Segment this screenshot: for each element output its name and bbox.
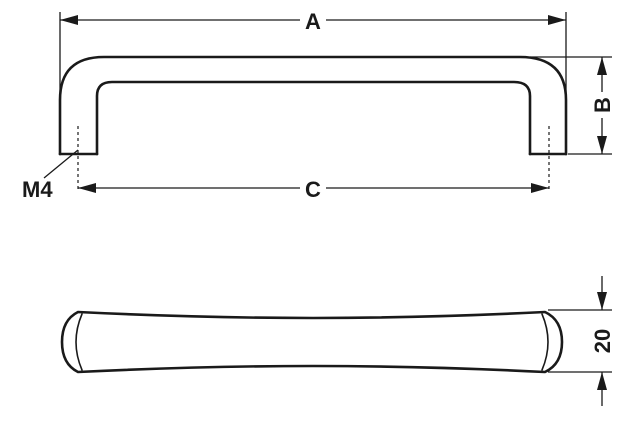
top-view-right-end-edge xyxy=(541,313,549,371)
dimension-c-arrow-right xyxy=(531,183,549,193)
top-view-outline xyxy=(60,310,564,374)
thread-callout: M4 xyxy=(22,149,79,202)
dimension-a-arrow-left xyxy=(60,15,78,25)
thread-leader-line xyxy=(43,149,79,179)
width-label: 20 xyxy=(590,329,615,353)
dimension-b-arrow-bottom xyxy=(597,136,607,154)
dimension-a-label: A xyxy=(305,9,321,34)
dimension-c-label: C xyxy=(305,177,321,202)
dimension-b-label: B xyxy=(590,97,615,113)
width-arrow-bottom xyxy=(597,372,607,390)
thread-label: M4 xyxy=(22,177,53,202)
handle-side-view xyxy=(58,55,568,192)
top-view-left-end-edge xyxy=(75,313,83,371)
dimension-b-arrow-top xyxy=(597,57,607,75)
dimension-a: A xyxy=(59,8,567,98)
handle-outer-contour xyxy=(58,55,568,156)
dimension-c: C xyxy=(78,176,549,202)
width-arrow-top xyxy=(597,292,607,310)
dimension-width: 20 xyxy=(548,276,615,406)
handle-inner-contour xyxy=(95,80,532,156)
dimension-a-arrow-right xyxy=(548,15,566,25)
dimension-c-arrow-left xyxy=(78,183,96,193)
dimension-b: B xyxy=(530,56,615,155)
handle-top-view xyxy=(60,310,564,374)
